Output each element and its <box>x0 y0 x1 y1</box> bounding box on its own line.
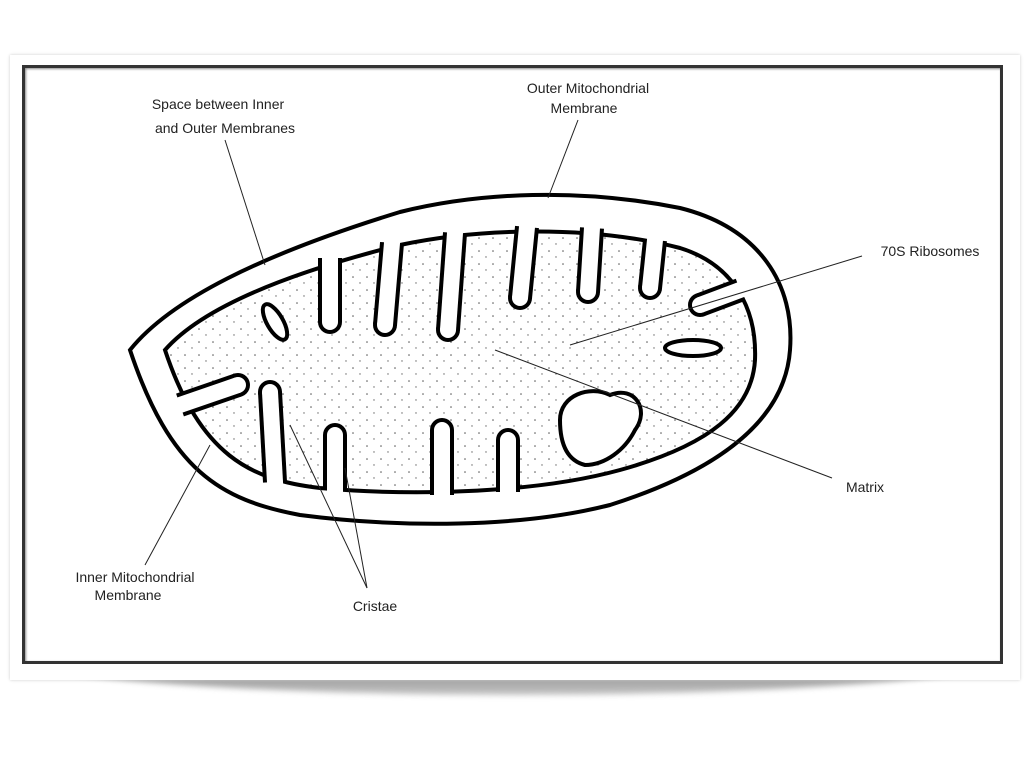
crista-fold <box>642 233 664 289</box>
crista-fold <box>377 236 401 326</box>
crista-fold <box>642 280 658 296</box>
leader-lines <box>144 119 863 589</box>
isolated-cristae <box>260 302 723 468</box>
label-matrix: Matrix <box>846 479 884 495</box>
crista-fold <box>322 314 338 330</box>
label-cristae: Cristae <box>353 598 398 614</box>
crista-fold <box>697 280 749 313</box>
crista-fold <box>230 377 246 393</box>
label-ribosomes: 70S Ribosomes <box>881 243 980 259</box>
crista-fold <box>580 221 601 293</box>
label-intermembrane-line1: Space between Inner <box>152 96 285 112</box>
crista-fold <box>440 322 456 338</box>
crista-fold <box>262 384 278 400</box>
crista-fold <box>440 226 464 331</box>
crista-fold <box>327 427 343 443</box>
crista-fold <box>434 422 450 438</box>
crista-fold <box>262 391 284 489</box>
label-inner-membrane-line1: Inner Mitochondrial <box>75 569 194 585</box>
label-intermembrane-line2: and Outer Membranes <box>155 120 295 136</box>
crista-fold <box>500 432 516 448</box>
cristae-group <box>171 220 749 501</box>
crista-fold <box>377 317 393 333</box>
crista-fold <box>512 290 528 306</box>
label-inner-membrane-line2: Membrane <box>95 587 162 603</box>
label-outer-membrane-line1: Outer Mitochondrial <box>527 80 649 96</box>
label-outer-membrane-line2: Membrane <box>551 100 618 116</box>
crista-fold <box>171 377 241 415</box>
crista-fold <box>512 220 536 299</box>
crista-fold <box>580 284 596 300</box>
